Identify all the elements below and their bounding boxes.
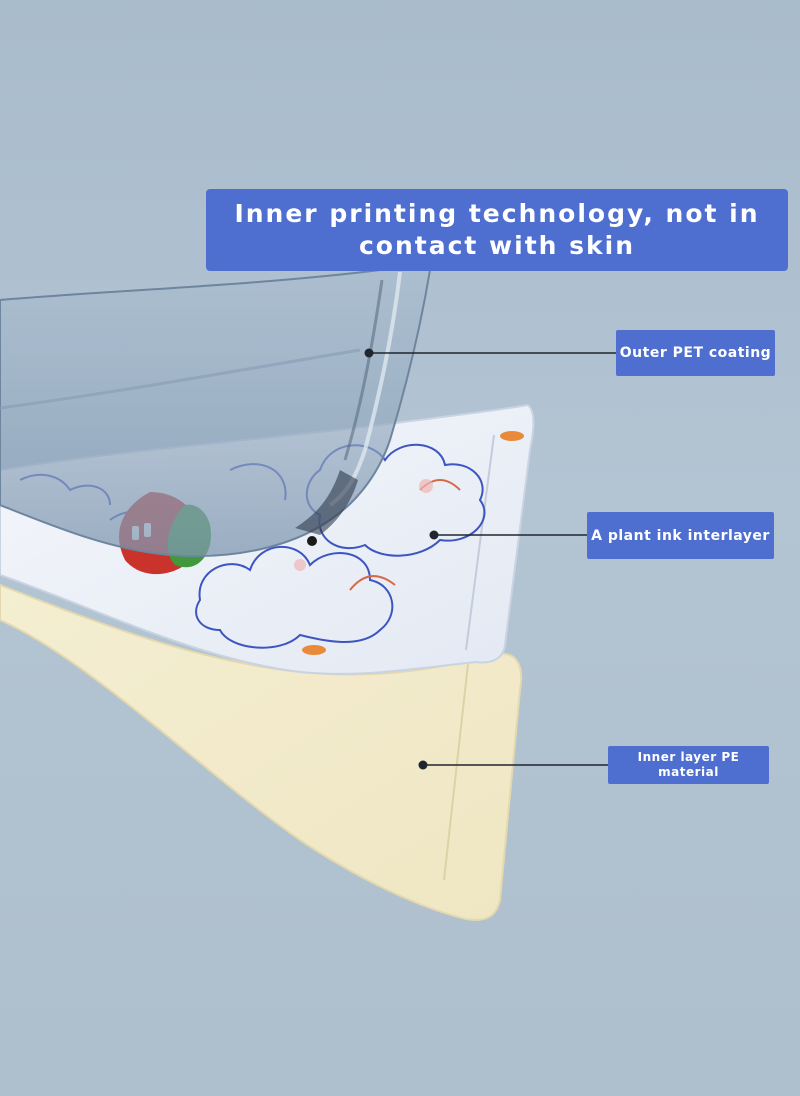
pet-layer-top (0, 348, 361, 410)
headline-banner: Inner printing technology, not in contac… (206, 189, 788, 271)
callout-outer-pet: Outer PET coating (616, 330, 775, 376)
leader-line-pet (364, 348, 616, 358)
headline-text: Inner printing technology, not in contac… (234, 199, 760, 260)
pe-layer (0, 583, 523, 921)
callout-inner-pe: Inner layer PE material (608, 746, 769, 784)
pe-layer-edge (443, 663, 469, 881)
callout-inner-pe-label: Inner layer PE material (637, 750, 740, 779)
callout-outer-pet-label: Outer PET coating (619, 345, 772, 361)
pet-layer (0, 269, 432, 558)
ink-layer-edge (465, 434, 495, 651)
pet-wall-dark (295, 470, 358, 535)
callout-plant-ink: A plant ink interlayer (587, 512, 774, 559)
callout-plant-ink-label: A plant ink interlayer (591, 527, 770, 544)
leader-line-ink (429, 530, 587, 540)
leader-line-pe (418, 760, 608, 770)
pet-wall-shadow (343, 279, 384, 461)
